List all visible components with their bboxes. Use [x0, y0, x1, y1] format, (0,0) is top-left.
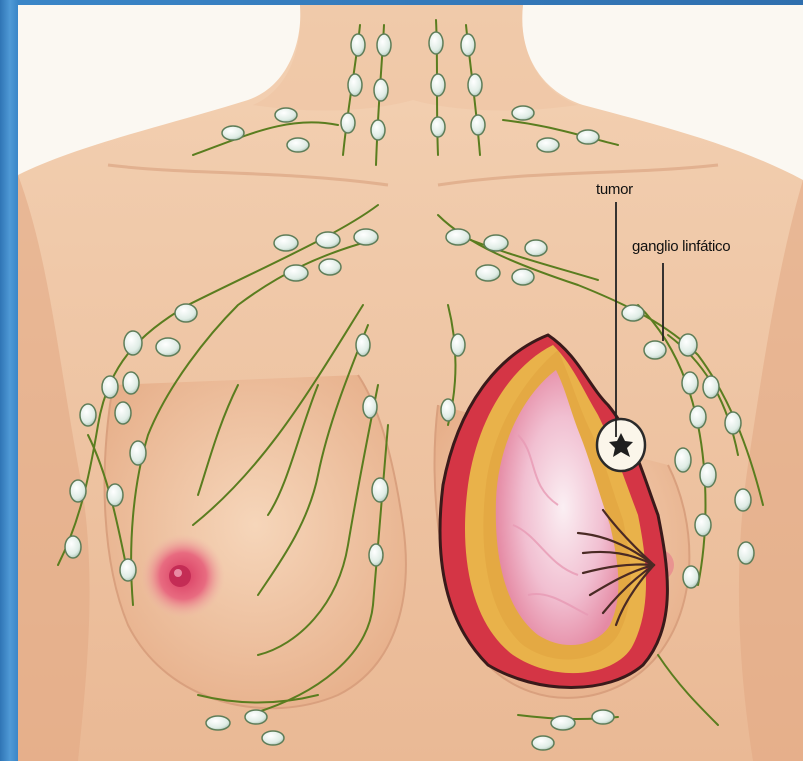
illustration-panel: tumor ganglio linfático [18, 5, 803, 761]
right-breast [105, 375, 406, 708]
nipple-highlight [174, 569, 182, 577]
neck-shadow [253, 5, 578, 110]
lymph-node-label: ganglio linfático [632, 238, 730, 255]
tumor-label: tumor [596, 181, 633, 198]
breast-lymphatic-diagram: tumor ganglio linfático [18, 5, 803, 761]
